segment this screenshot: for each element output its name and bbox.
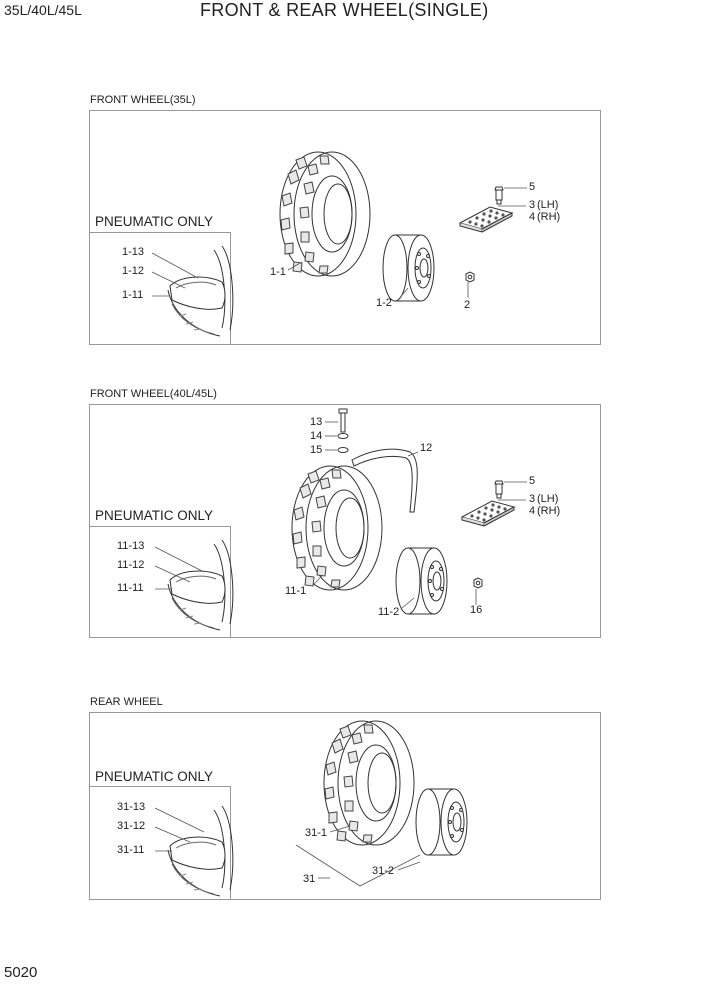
stud-icon — [494, 480, 504, 499]
pneumatic-inset-frame — [89, 232, 231, 345]
front-wheel-35l-drawing — [151, 151, 527, 337]
callout-5: 5 — [529, 475, 536, 487]
callout-31-12: 31-12 — [117, 820, 146, 832]
pneumatic-only-label: PNEUMATIC ONLY — [95, 508, 214, 523]
rear-wheel-drawing — [154, 720, 468, 897]
callout-1-13: 1-13 — [122, 246, 145, 258]
callout-rh: (RH) — [537, 211, 561, 223]
section-frame-front-40l-45l — [89, 404, 601, 638]
nut-icon — [465, 271, 475, 283]
page-number: 5020 — [4, 964, 38, 981]
model-code: 35L/40L/45L — [4, 2, 82, 18]
callout-1-2: 1-2 — [376, 297, 392, 309]
callout-2: 2 — [464, 299, 471, 311]
pneumatic-inset-frame — [89, 786, 231, 900]
callout-15: 15 — [310, 444, 323, 456]
stud-icon — [494, 186, 504, 205]
fender-icon — [351, 448, 418, 513]
section-title-front-35l: FRONT WHEEL(35L) — [90, 94, 196, 106]
lug-plate-icon — [461, 500, 515, 527]
tire-icon — [279, 151, 371, 277]
callout-11-12: 11-12 — [117, 559, 145, 571]
bolt-icon — [337, 408, 349, 453]
rim-icon — [382, 234, 435, 302]
callout-3: 3 — [529, 199, 536, 211]
pneumatic-only-label: PNEUMATIC ONLY — [95, 214, 214, 229]
callout-16: 16 — [470, 604, 483, 616]
callout-lh: (LH) — [537, 493, 559, 505]
callout-11-1: 11-1 — [285, 585, 307, 597]
page-title: FRONT & REAR WHEEL(SINGLE) — [200, 0, 489, 20]
callout-12: 12 — [420, 442, 433, 454]
callout-rh: (RH) — [537, 505, 561, 517]
callout-1-11: 1-11 — [122, 289, 144, 301]
callout-31-1: 31-1 — [305, 827, 328, 839]
section-title-rear: REAR WHEEL — [90, 696, 163, 708]
callout-31-2: 31-2 — [372, 865, 395, 877]
callout-13: 13 — [310, 416, 323, 428]
callout-4: 4 — [529, 211, 536, 223]
callout-3: 3 — [529, 493, 536, 505]
pneumatic-only-label: PNEUMATIC ONLY — [95, 769, 214, 784]
callout-31-13: 31-13 — [117, 801, 146, 813]
callout-31: 31 — [303, 873, 316, 885]
pneumatic-tube-icon — [167, 539, 234, 631]
callout-4: 4 — [529, 505, 536, 517]
callout-11-13: 11-13 — [117, 540, 145, 552]
lug-plate-icon — [459, 206, 513, 233]
front-wheel-40l-45l-drawing — [154, 408, 527, 631]
callout-5: 5 — [529, 181, 536, 193]
callout-31-11: 31-11 — [117, 844, 145, 856]
nut-icon — [473, 577, 483, 589]
callout-1-1: 1-1 — [270, 266, 286, 278]
rim-icon — [395, 547, 448, 615]
callout-1-12: 1-12 — [122, 265, 145, 277]
callout-14: 14 — [310, 430, 323, 442]
tire-icon — [323, 720, 415, 846]
callout-11-2: 11-2 — [378, 606, 400, 618]
section-frame-front-35l — [89, 110, 601, 345]
rim-icon — [415, 788, 468, 856]
pneumatic-tube-icon — [167, 245, 234, 337]
callout-11-11: 11-11 — [117, 582, 144, 594]
section-title-front-40l-45l: FRONT WHEEL(40L/45L) — [90, 388, 217, 400]
tire-icon — [291, 465, 383, 591]
pneumatic-inset-frame — [89, 526, 231, 638]
callout-lh: (LH) — [537, 199, 559, 211]
